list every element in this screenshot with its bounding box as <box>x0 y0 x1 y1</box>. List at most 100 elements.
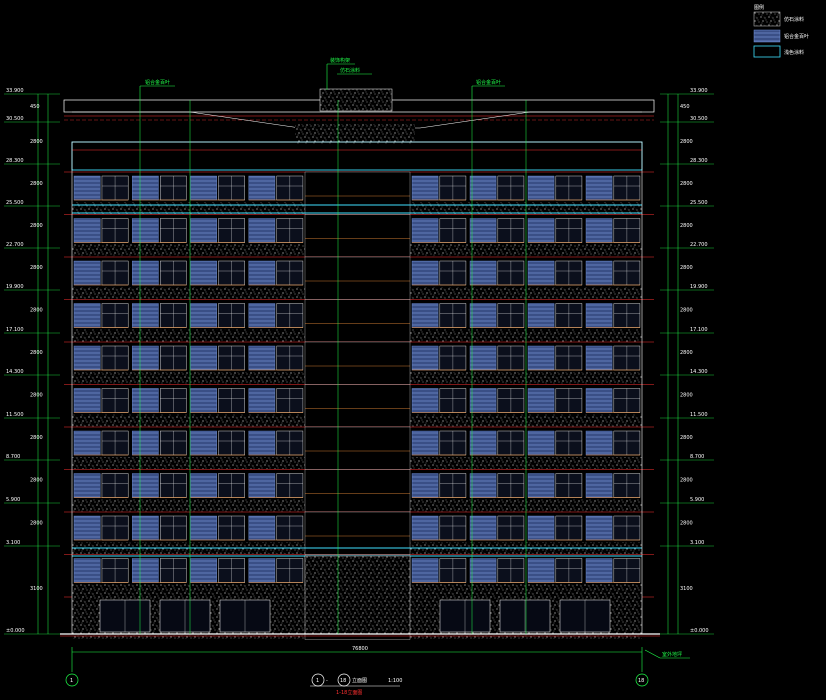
title-text: 立面图 <box>352 677 367 684</box>
dim-label: 2800 <box>680 435 693 441</box>
dim-label: 2800 <box>30 350 43 356</box>
dim-label: 450 <box>680 104 690 110</box>
louver-panel <box>527 558 555 583</box>
louver-panel <box>469 345 497 371</box>
dim-label: 2800 <box>30 265 43 271</box>
title-scale: 1:100 <box>388 678 402 684</box>
elevation-label: 28.300 <box>690 158 708 164</box>
louver-panel <box>132 430 159 456</box>
core-bay <box>304 214 411 258</box>
core-bay <box>304 426 411 470</box>
floor-7 <box>64 341 654 385</box>
core-bay <box>304 384 411 428</box>
floor-9 <box>64 256 654 300</box>
louver-panel <box>469 175 497 201</box>
core-bay <box>304 299 411 343</box>
dim-label: 2800 <box>30 478 43 484</box>
louver-panel <box>585 430 613 456</box>
elevation-label: 28.300 <box>6 158 24 164</box>
dim-label: 450 <box>30 104 40 110</box>
axis-bubble-right <box>635 673 649 687</box>
elevation-label: 8.700 <box>690 454 704 460</box>
dim-label: 2800 <box>30 521 43 527</box>
louver-panel <box>411 515 439 541</box>
legend-swatch-cyan <box>753 45 781 58</box>
dim-label: 2800 <box>680 478 693 484</box>
elevation-label: 19.900 <box>690 284 708 290</box>
legend-swatch-louver <box>753 29 781 43</box>
louver-panel <box>248 473 276 498</box>
roof-core-block <box>295 124 415 144</box>
dim-label: 2800 <box>30 139 43 145</box>
svg-text:-: - <box>326 678 328 684</box>
axis-left-label: 1 <box>70 678 73 684</box>
dim-label: 2800 <box>680 308 693 314</box>
louver-panel <box>585 558 613 583</box>
spandrel-stone <box>72 287 305 299</box>
louver-panel <box>132 558 159 583</box>
louver-panel <box>411 388 439 413</box>
callout-center-top: 装饰构架 <box>330 57 350 64</box>
spandrel-stone <box>72 372 305 384</box>
louver-panel <box>411 218 439 243</box>
elevation-label: 33.900 <box>690 88 708 94</box>
louver-panel <box>248 345 276 371</box>
elevation-label: 30.500 <box>6 116 24 122</box>
louver-panel <box>190 473 217 498</box>
louver-panel <box>132 175 159 201</box>
elevation-label: 22.700 <box>690 242 708 248</box>
elevation-label: 30.500 <box>690 116 708 122</box>
roof-stair-tower <box>319 88 393 112</box>
dim-label: 2800 <box>30 181 43 187</box>
louver-panel <box>411 175 439 201</box>
louver-panel <box>469 260 497 286</box>
core-bay <box>304 511 411 555</box>
louver-panel <box>248 558 276 583</box>
title-axis-a: 1 <box>316 678 319 684</box>
louver-panel <box>585 175 613 201</box>
dim-label: 2800 <box>680 350 693 356</box>
louver-panel <box>73 473 101 498</box>
louver-panel <box>73 345 101 371</box>
louver-panel <box>73 218 101 243</box>
legend-swatch-stone <box>753 11 781 27</box>
louver-panel <box>132 388 159 413</box>
louver-panel <box>248 218 276 243</box>
louver-panel <box>190 218 217 243</box>
louver-panel <box>585 303 613 328</box>
floor-10 <box>64 214 654 258</box>
louver-panel <box>248 260 276 286</box>
legend-title: 图例 <box>754 4 764 11</box>
bottom-dimension: 76800 1 18 <box>65 646 649 687</box>
top-band <box>71 141 643 171</box>
louver-panel <box>73 388 101 413</box>
elevation-label: ±0.000 <box>690 628 709 634</box>
elevation-label: 22.700 <box>6 242 24 248</box>
title-subtitle: 1-18立面图 <box>336 689 362 696</box>
spandrel-stone <box>72 329 305 342</box>
louver-panel <box>190 558 217 583</box>
elevation-label: 19.900 <box>6 284 24 290</box>
floor-8 <box>64 299 654 343</box>
elevation-label: 5.900 <box>6 497 20 503</box>
louver-panel <box>73 515 101 541</box>
louver-panel <box>411 473 439 498</box>
dim-label: 2800 <box>680 223 693 229</box>
louver-panel <box>132 345 159 371</box>
louver-panel <box>190 260 217 286</box>
elevation-label: 8.700 <box>6 454 20 460</box>
louver-panel <box>527 303 555 328</box>
spandrel-stone <box>72 202 305 214</box>
louver-panel <box>527 430 555 456</box>
right-annotations: 33.90045030.500280028.300280025.50028002… <box>660 88 714 635</box>
dim-label: 2800 <box>680 265 693 271</box>
louver-panel <box>190 303 217 328</box>
louver-panel <box>248 303 276 328</box>
spandrel-stone <box>72 244 305 257</box>
core-bay <box>304 171 411 215</box>
elevation-label: 17.100 <box>690 327 708 333</box>
louver-panel <box>411 260 439 286</box>
louver-panel <box>527 473 555 498</box>
axis-right-label: 18 <box>638 678 644 684</box>
